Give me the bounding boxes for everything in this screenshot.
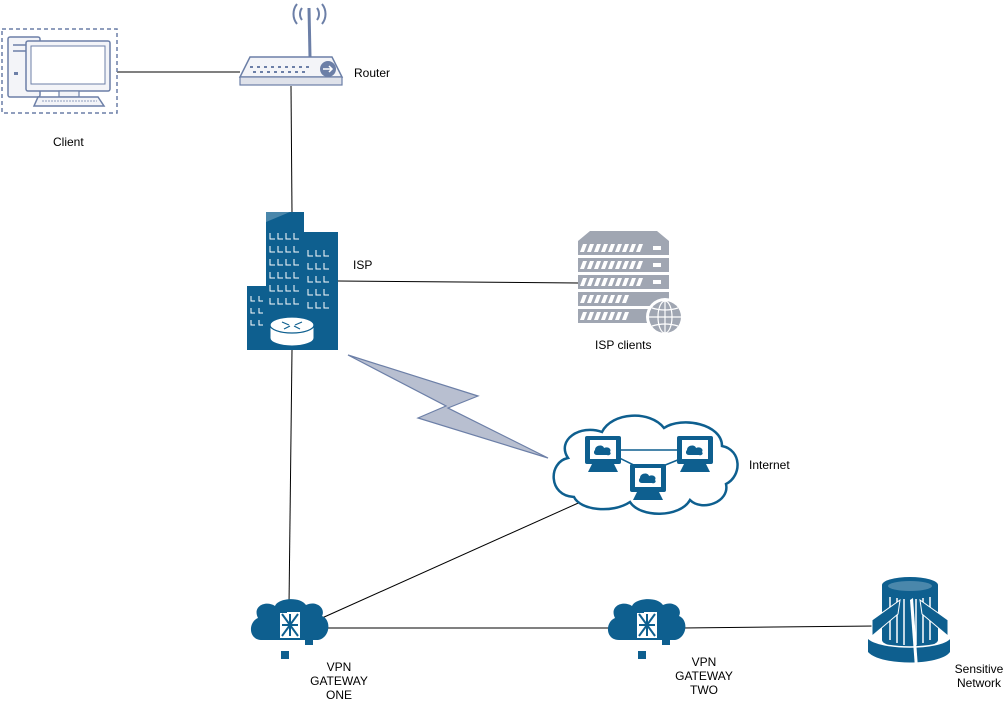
sensitive-label-line1: Sensitive bbox=[954, 662, 1004, 676]
vpn-two-label-line1: VPN bbox=[691, 655, 717, 669]
datacenter-icon[interactable] bbox=[867, 577, 951, 668]
vpn-one-label-line1: VPN bbox=[326, 660, 352, 674]
vpn-two-label-line3: TWO bbox=[690, 683, 718, 697]
vpn-two-label-line2: GATEWAY bbox=[675, 669, 733, 683]
cloud-network-icon[interactable] bbox=[552, 414, 739, 515]
wireless-router-icon[interactable] bbox=[238, 3, 344, 86]
vpn-gateway-one-icon[interactable] bbox=[250, 599, 329, 659]
isp-clients-label: ISP clients bbox=[595, 338, 652, 352]
router-label: Router bbox=[354, 66, 391, 80]
link-isp-ispclients bbox=[337, 280, 579, 284]
internet-label: Internet bbox=[749, 458, 790, 472]
web-server-icon[interactable] bbox=[578, 231, 684, 336]
link-isp-vpnone bbox=[288, 349, 293, 606]
computer-icon bbox=[630, 464, 666, 500]
computer-icon bbox=[585, 436, 621, 472]
isp-label: ISP bbox=[353, 258, 373, 272]
desktop-computer-icon[interactable] bbox=[1, 28, 118, 114]
connections bbox=[117, 71, 876, 629]
office-building-router-icon[interactable] bbox=[247, 212, 338, 350]
sensitive-network-label: Sensitive Network bbox=[953, 662, 1005, 690]
computer-icon bbox=[677, 436, 713, 472]
wireless-link-lightning bbox=[347, 354, 549, 459]
vpn-gateway-two-icon[interactable] bbox=[607, 599, 686, 659]
link-router-isp bbox=[290, 85, 293, 214]
link-vpntwo-sensitive bbox=[682, 625, 876, 629]
sensitive-label-line2: Network bbox=[956, 676, 1001, 690]
link-internet-vpnone bbox=[321, 499, 586, 619]
client-label: Client bbox=[53, 135, 84, 149]
vpn-one-label-line2: GATEWAY bbox=[310, 674, 368, 688]
vpn-one-label-line3: ONE bbox=[325, 688, 352, 702]
vpn-gateway-one-label: VPN GATEWAY ONE bbox=[304, 660, 374, 702]
vpn-gateway-two-label: VPN GATEWAY TWO bbox=[669, 655, 739, 697]
